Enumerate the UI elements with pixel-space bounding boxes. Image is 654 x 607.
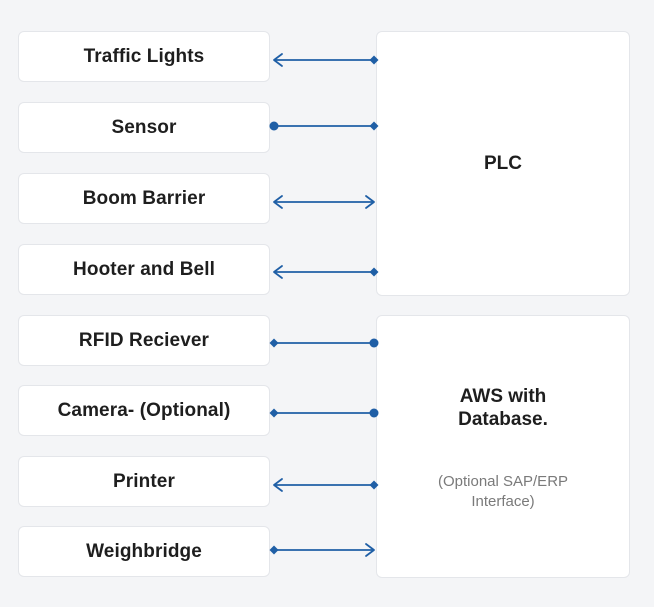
connector-6-left-arrow (273, 478, 283, 492)
connector-1-left-dot (269, 121, 279, 131)
connector-2-left-arrow (273, 195, 283, 209)
device-sensor: Sensor (18, 102, 270, 153)
aws-note: (Optional SAP/ERP Interface) (437, 473, 569, 510)
plc-title: PLC (484, 152, 522, 174)
connector-3-left-arrow (273, 265, 283, 279)
connector-7-right-arrow (365, 543, 375, 557)
connector-2-right-arrow (365, 195, 375, 209)
device-rfid-reciever: RFID Reciever (18, 315, 270, 366)
aws-box: AWS with Database. (Optional SAP/ERP Int… (376, 315, 630, 578)
device-camera: Camera- (Optional) (18, 385, 270, 436)
device-hooter-and-bell: Hooter and Bell (18, 244, 270, 295)
plc-box: PLC (376, 31, 630, 296)
device-printer: Printer (18, 456, 270, 507)
device-traffic-lights: Traffic Lights (18, 31, 270, 82)
connector-5-right-dot (369, 408, 379, 418)
connector-5-left-diamond (269, 408, 279, 418)
connector-4-right-dot (369, 338, 379, 348)
aws-title: AWS with Database. (458, 386, 548, 430)
connector-0-left-arrow (273, 53, 283, 67)
connector-4-left-diamond (269, 338, 279, 348)
connector-0-right-diamond (369, 55, 379, 65)
device-boom-barrier: Boom Barrier (18, 173, 270, 224)
connector-1-right-diamond (369, 121, 379, 131)
device-weighbridge: Weighbridge (18, 526, 270, 577)
connector-3-right-diamond (369, 267, 379, 277)
connector-7-left-diamond (269, 545, 279, 555)
connector-6-right-diamond (369, 480, 379, 490)
